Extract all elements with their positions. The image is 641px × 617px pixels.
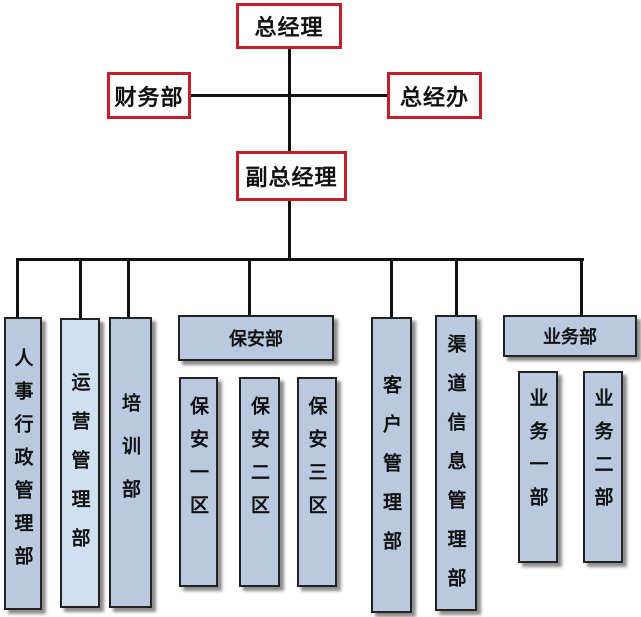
connector-training	[127, 258, 130, 318]
connector-operations	[79, 258, 82, 320]
hr-admin-label: 人事行政管理部	[11, 348, 34, 579]
connector-bus-horizontal	[16, 258, 584, 261]
training-label: 培训部	[119, 393, 141, 522]
connector-finance-office	[190, 94, 388, 97]
security-label: 保安部	[229, 329, 283, 350]
business-1-box: 业务一部	[518, 371, 558, 563]
connector-hr	[16, 258, 19, 318]
finance-label: 财务部	[114, 85, 184, 111]
connector-gm-to-deputy	[288, 48, 291, 152]
general-manager-box: 总经理	[236, 3, 342, 49]
general-office-box: 总经办	[387, 72, 482, 119]
security-zone-2-box: 保安二区	[239, 377, 280, 587]
deputy-general-manager-box: 副总经理	[236, 151, 347, 201]
security-box: 保安部	[178, 315, 334, 361]
finance-box: 财务部	[107, 72, 191, 119]
business-2-label: 业务二部	[591, 388, 614, 520]
security-zone-3-label: 保安三区	[305, 396, 328, 528]
deputy-general-manager-label: 副总经理	[245, 166, 338, 191]
operations-label: 运营管理部	[68, 372, 91, 567]
customer-box: 客户管理部	[371, 317, 412, 613]
channel-label: 渠道信息管理部	[444, 334, 467, 607]
business-1-label: 业务一部	[526, 388, 549, 520]
connector-customer	[390, 258, 393, 318]
customer-label: 客户管理部	[380, 375, 402, 570]
general-office-label: 总经办	[399, 85, 469, 111]
business-2-box: 业务二部	[583, 371, 623, 563]
business-box: 业务部	[503, 315, 637, 357]
security-zone-3-box: 保安三区	[297, 377, 337, 587]
business-label: 业务部	[543, 327, 597, 348]
training-box: 培训部	[109, 317, 152, 608]
connector-channel	[455, 258, 458, 316]
connector-business	[580, 258, 583, 316]
connector-security	[248, 258, 251, 316]
security-zone-2-label: 保安二区	[248, 396, 270, 528]
security-zone-1-label: 保安一区	[187, 396, 209, 528]
connector-deputy-down	[288, 198, 291, 260]
general-manager-label: 总经理	[254, 16, 324, 41]
hr-admin-box: 人事行政管理部	[4, 317, 42, 610]
security-zone-1-box: 保安一区	[179, 377, 218, 587]
channel-box: 渠道信息管理部	[435, 315, 477, 611]
operations-box: 运营管理部	[60, 318, 100, 608]
